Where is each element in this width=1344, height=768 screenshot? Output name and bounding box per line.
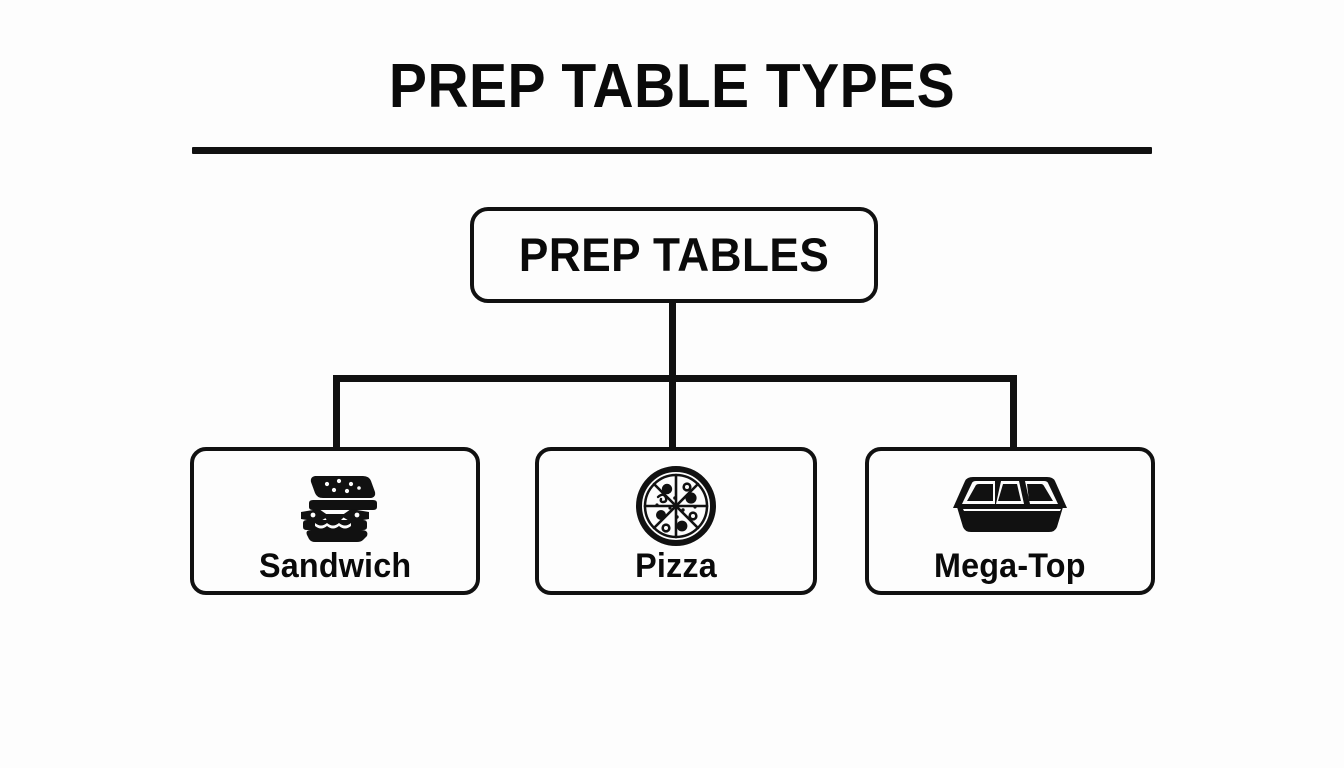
- connector-drop-mega-top: [1010, 375, 1017, 447]
- node-prep-tables-label: PREP TABLES: [518, 228, 830, 281]
- node-sandwich[interactable]: Sandwich: [190, 447, 480, 595]
- connector-stem: [669, 302, 676, 382]
- connector-drop-pizza: [669, 375, 676, 447]
- pizza-icon: [636, 466, 716, 546]
- page-title: PREP TABLE TYPES: [388, 52, 956, 121]
- node-mega-top-label: Mega-Top: [934, 547, 1086, 585]
- node-pizza-label: Pizza: [635, 547, 717, 585]
- node-pizza[interactable]: Pizza: [535, 447, 817, 595]
- title-divider: [192, 147, 1152, 154]
- node-mega-top[interactable]: Mega-Top: [865, 447, 1155, 595]
- pan-tray-icon: [949, 469, 1071, 543]
- sandwich-icon: [289, 469, 381, 543]
- node-sandwich-label: Sandwich: [258, 547, 412, 585]
- node-prep-tables[interactable]: PREP TABLES: [470, 207, 878, 303]
- connector-drop-sandwich: [333, 375, 340, 447]
